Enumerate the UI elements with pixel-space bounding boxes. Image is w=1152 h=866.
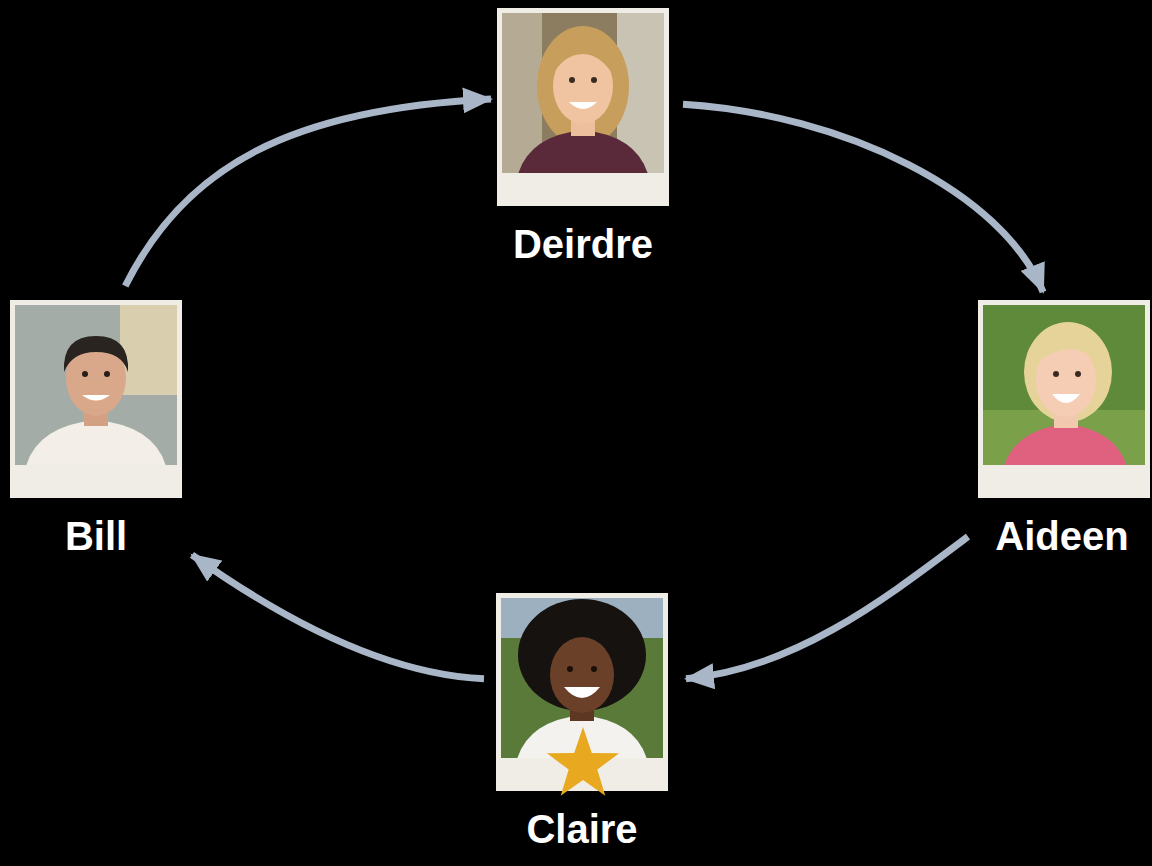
- cycle-arrow: [686, 537, 968, 679]
- person-node: Claire: [496, 593, 668, 853]
- person-node: Deirdre: [497, 8, 669, 268]
- person-name: Deirdre: [497, 220, 669, 268]
- cycle-arrow: [683, 104, 1043, 292]
- person-node: Aideen: [976, 300, 1148, 560]
- person-name: Bill: [10, 512, 182, 560]
- photo-card: [10, 300, 182, 498]
- star-mark: [547, 727, 619, 796]
- cycle-arrow: [125, 99, 491, 286]
- photo-card: [497, 8, 669, 206]
- photo-card: [978, 300, 1150, 498]
- person-node: Bill: [10, 300, 182, 560]
- cycle-arrow: [192, 555, 484, 679]
- person-name: Claire: [496, 805, 668, 853]
- person-name: Aideen: [976, 512, 1148, 560]
